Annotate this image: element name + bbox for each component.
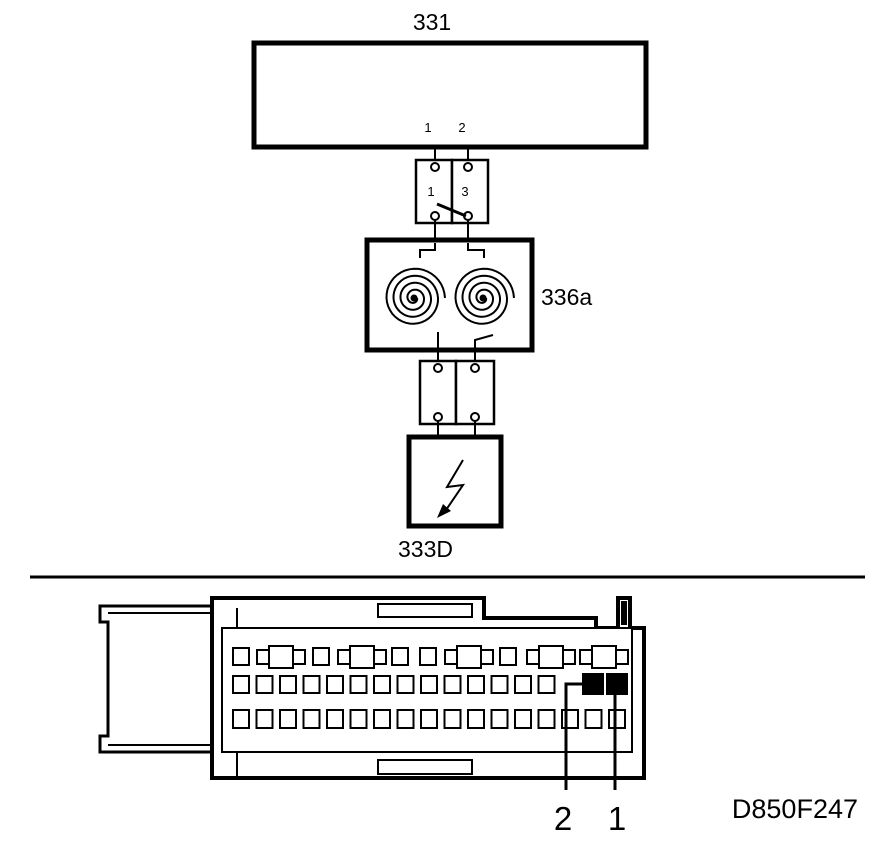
ecu-box bbox=[251, 40, 649, 150]
cavity bbox=[326, 675, 344, 694]
cavity bbox=[467, 675, 485, 694]
terminal-pin bbox=[433, 363, 443, 373]
cavity bbox=[255, 675, 274, 694]
cavity bbox=[302, 675, 321, 694]
terminal-pin bbox=[430, 211, 440, 221]
coil-center bbox=[410, 294, 418, 302]
callout-pin-1: 1 bbox=[608, 800, 626, 837]
upper-connector-pin-right: 3 bbox=[461, 184, 468, 199]
key-slot bbox=[591, 645, 617, 669]
cavity bbox=[420, 675, 438, 694]
cavity bbox=[490, 709, 509, 729]
cavity bbox=[608, 709, 626, 729]
spiral-coil-icon bbox=[385, 267, 446, 325]
cavity bbox=[279, 709, 297, 729]
cavity bbox=[391, 647, 409, 666]
callout-pin-2: 2 bbox=[554, 800, 572, 837]
clock-spring-box bbox=[364, 237, 535, 353]
cavity bbox=[373, 709, 391, 729]
figure-code: D850F247 bbox=[732, 794, 858, 824]
cavity bbox=[396, 675, 415, 694]
cavity-pin-1 bbox=[606, 673, 628, 695]
key-slot bbox=[349, 645, 375, 669]
cavity bbox=[232, 709, 250, 729]
coil-center bbox=[479, 294, 487, 302]
cavity bbox=[443, 675, 462, 694]
airbag-module-box bbox=[406, 434, 504, 529]
cavity bbox=[443, 709, 462, 729]
cavity bbox=[499, 647, 517, 666]
wire-connector-to-clockspring bbox=[434, 220, 469, 240]
cavity bbox=[419, 647, 437, 666]
cavity bbox=[312, 647, 330, 666]
cavity bbox=[537, 675, 556, 694]
callout-leaders bbox=[564, 682, 617, 790]
key-slot bbox=[268, 645, 294, 669]
ecu-pin-1-label: 1 bbox=[424, 120, 431, 135]
clock-spring-label: 336a bbox=[541, 284, 592, 310]
cavity bbox=[302, 709, 321, 729]
harness-connector bbox=[98, 596, 646, 780]
cavity bbox=[537, 709, 556, 729]
cavity bbox=[349, 709, 368, 729]
cavity bbox=[373, 675, 391, 694]
terminal-pin bbox=[430, 162, 440, 172]
upper-connector bbox=[414, 158, 490, 225]
cavity bbox=[255, 709, 274, 729]
terminal-pin bbox=[470, 363, 480, 373]
airbag-module-label: 333D bbox=[398, 536, 453, 562]
cavity bbox=[584, 709, 603, 729]
key-slot bbox=[538, 645, 564, 669]
cavity bbox=[232, 647, 250, 666]
cavity bbox=[514, 675, 532, 694]
shorting-bar bbox=[436, 202, 467, 218]
ecu-pin-2-label: 2 bbox=[458, 120, 465, 135]
cavity bbox=[326, 709, 344, 729]
cavity bbox=[349, 675, 368, 694]
cavity bbox=[514, 709, 532, 729]
lightning-bolt-icon bbox=[437, 459, 466, 518]
cavity bbox=[490, 675, 509, 694]
terminal-pin bbox=[470, 412, 480, 422]
upper-connector-pin-left: 1 bbox=[427, 184, 434, 199]
ecu-label: 331 bbox=[413, 9, 451, 35]
lower-connector bbox=[418, 359, 496, 426]
cavity bbox=[420, 709, 438, 729]
cavity bbox=[279, 675, 297, 694]
cavity bbox=[561, 709, 579, 729]
cavity bbox=[467, 709, 485, 729]
terminal-pin bbox=[463, 162, 473, 172]
terminal-pin bbox=[433, 412, 443, 422]
cavity-pin-2 bbox=[582, 673, 604, 695]
cavity bbox=[396, 709, 415, 729]
cavity bbox=[232, 675, 250, 694]
key-slot bbox=[456, 645, 482, 669]
spiral-coil-icon bbox=[454, 267, 515, 325]
